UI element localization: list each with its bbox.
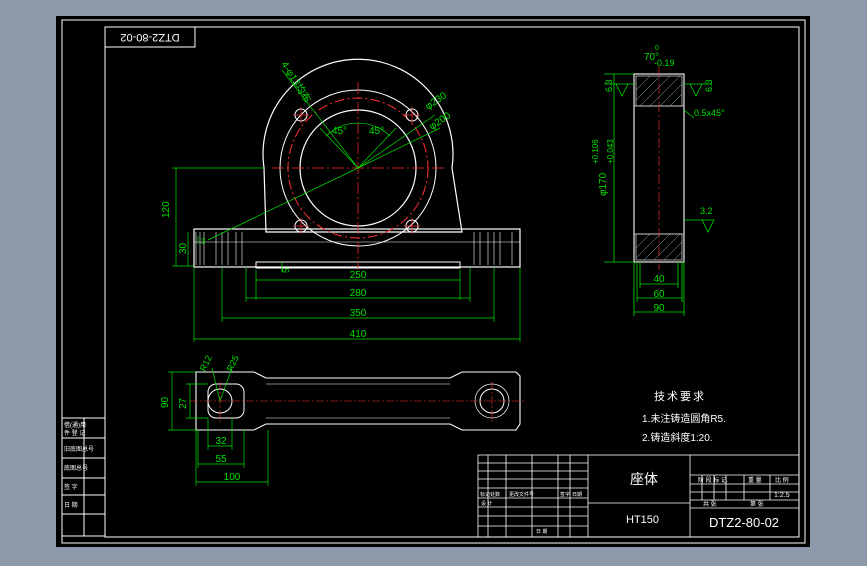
dim-angle-tol-upper: -0.19 (654, 58, 675, 68)
ratio-label: 比 例 (775, 476, 789, 484)
tech-title: 技术要求 (654, 390, 706, 403)
scale-value: 1:2.5 (774, 492, 790, 499)
dim-step-5: 5 (281, 268, 291, 273)
base-plate (193, 228, 521, 268)
dim-angle-left: 45° (332, 126, 347, 137)
rotated-number-box: DTZ2-80-02 (104, 26, 196, 48)
dim-hole-32: 32 (215, 436, 227, 447)
inner-frame (104, 26, 800, 538)
dim-width-250: 250 (350, 270, 367, 281)
col-date: 日期 (572, 492, 582, 498)
side-row-1: 件 登 记 (64, 429, 85, 437)
sheet-of: 第 张 (750, 500, 764, 508)
side-registration-table (61, 417, 106, 537)
dim-width-350: 350 (350, 308, 367, 319)
col-count: 处数 (490, 491, 500, 498)
dim-angle-tol-lower: 0 (655, 45, 659, 52)
top-outline (195, 371, 521, 431)
tech-requirements: 技术要求 1.未注铸造圆角R5. 2.铸造斜度1:20. (642, 390, 726, 444)
section-view: 70° 0 -0.19 6.3 6.3 0.5x45° φ170 +0.106 … (591, 45, 725, 316)
outer-frame (61, 19, 806, 544)
drawing-number: DTZ2-80-02 (709, 515, 779, 530)
side-row-5: 日 期 (64, 501, 78, 509)
rotated-drawing-number: DTZ2-80-02 (120, 31, 179, 43)
dim-width-40: 40 (653, 274, 665, 285)
dim-bore-tol-upper: +0.106 (591, 139, 600, 164)
tech-item-1: 1.未注铸造圆角R5. (642, 412, 726, 425)
dim-angle-right: 45° (369, 126, 384, 137)
dim-width-90: 90 (653, 303, 665, 314)
col-mark: 标记 (480, 491, 490, 498)
designer-label: 设 计 (481, 500, 492, 507)
dim-chamfer: 0.5x45° (694, 108, 725, 118)
dim-width-60: 60 (653, 289, 665, 300)
dim-len-55: 55 (215, 454, 227, 465)
dim-step-3: 3 (201, 237, 206, 246)
dim-width-280: 280 (350, 288, 367, 299)
dim-bore-tol-lower: +0.043 (606, 139, 615, 164)
dim-height-base: 30 (178, 242, 189, 254)
weight-label: 重 量 (748, 476, 762, 484)
side-row-2: 旧底图总号 (64, 445, 94, 453)
housing-outline (262, 58, 463, 233)
side-row-3: 底图总号 (64, 464, 88, 472)
part-name: 座体 (630, 471, 658, 487)
title-block (477, 454, 800, 538)
col-sign: 签字 (560, 491, 570, 498)
col-doc: 更改文件号 (509, 491, 534, 498)
dim-top-90: 90 (160, 396, 171, 408)
sheet-total: 共 张 (703, 500, 717, 508)
material: HT150 (626, 514, 659, 526)
side-row-0: 借(通)用 (64, 421, 86, 429)
side-row-4: 签 字 (64, 483, 78, 491)
dim-len-100: 100 (224, 472, 241, 483)
approve-label: 日 期 (536, 529, 547, 535)
stage-mark-label: 阶 段 标 记 (698, 476, 727, 484)
dim-height-overall: 120 (161, 201, 172, 218)
rough-bore: 3.2 (700, 206, 713, 216)
side-table-labels: 借(通)用 件 登 记 旧底图总号 底图总号 签 字 日 期 (64, 421, 94, 509)
title-block-labels: 标记 处数 更改文件号 签字 日期 设 计 日 期 座体 HT150 阶 段 标… (480, 471, 790, 535)
dim-angle-tol: 70° (644, 52, 659, 63)
rough-left: 6.3 (604, 79, 614, 92)
dim-top-27: 27 (178, 397, 189, 409)
dim-width-410: 410 (350, 329, 367, 340)
rough-right: 6.3 (704, 79, 714, 92)
tech-item-2: 2.铸造斜度1:20. (642, 431, 713, 444)
dim-bore-dia: φ170 (598, 172, 609, 196)
